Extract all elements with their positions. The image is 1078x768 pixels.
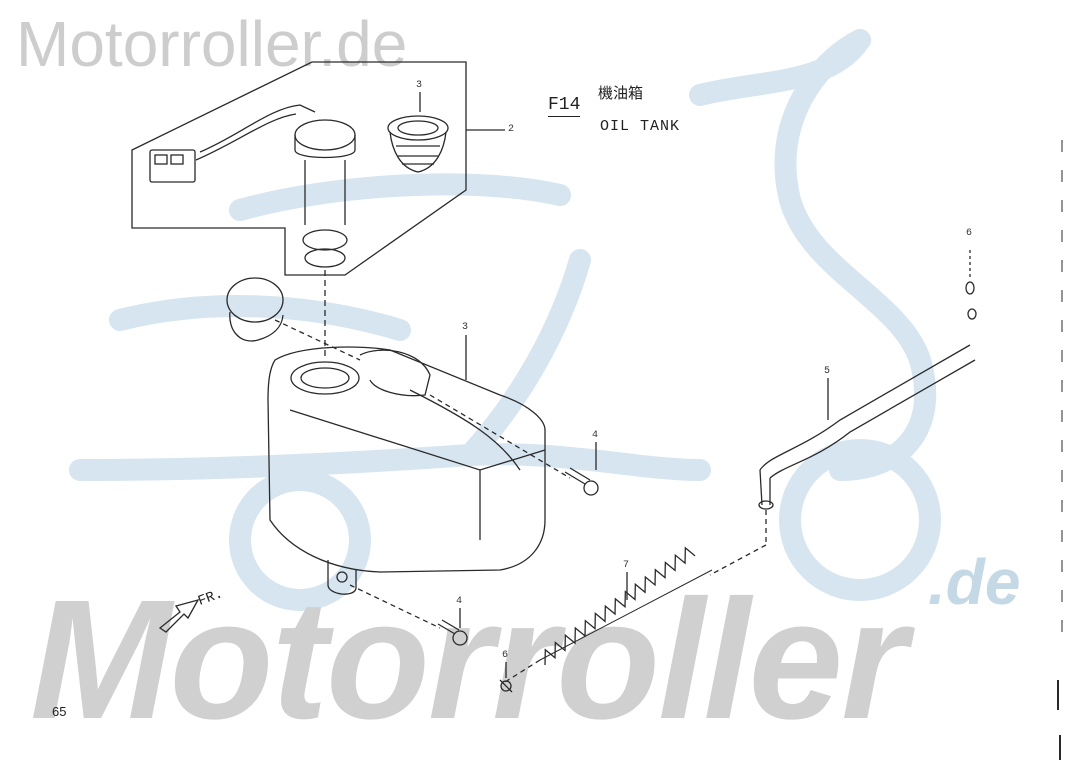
callout-3-grommet: 3 [416,80,423,91]
callout-4-upper: 4 [592,430,599,441]
callout-6-lower: 6 [502,650,509,661]
figure-code: F14 [548,95,581,117]
callout-6-upper: 6 [966,228,973,239]
watermark-top: Motorroller.de [16,8,408,80]
callout-7: 7 [623,560,630,571]
page-number: 65 [52,704,67,719]
callout-2: 2 [508,124,515,135]
watermark-suffix: .de [928,546,1021,618]
watermark-bottom: Motorroller [30,565,907,755]
callout-5: 5 [824,366,831,377]
callout-4-lower: 4 [456,596,463,607]
callout-3-tank: 3 [462,322,469,333]
title-cjk: 機油箱 [598,84,644,102]
diagram-title: OIL TANK [600,118,681,135]
